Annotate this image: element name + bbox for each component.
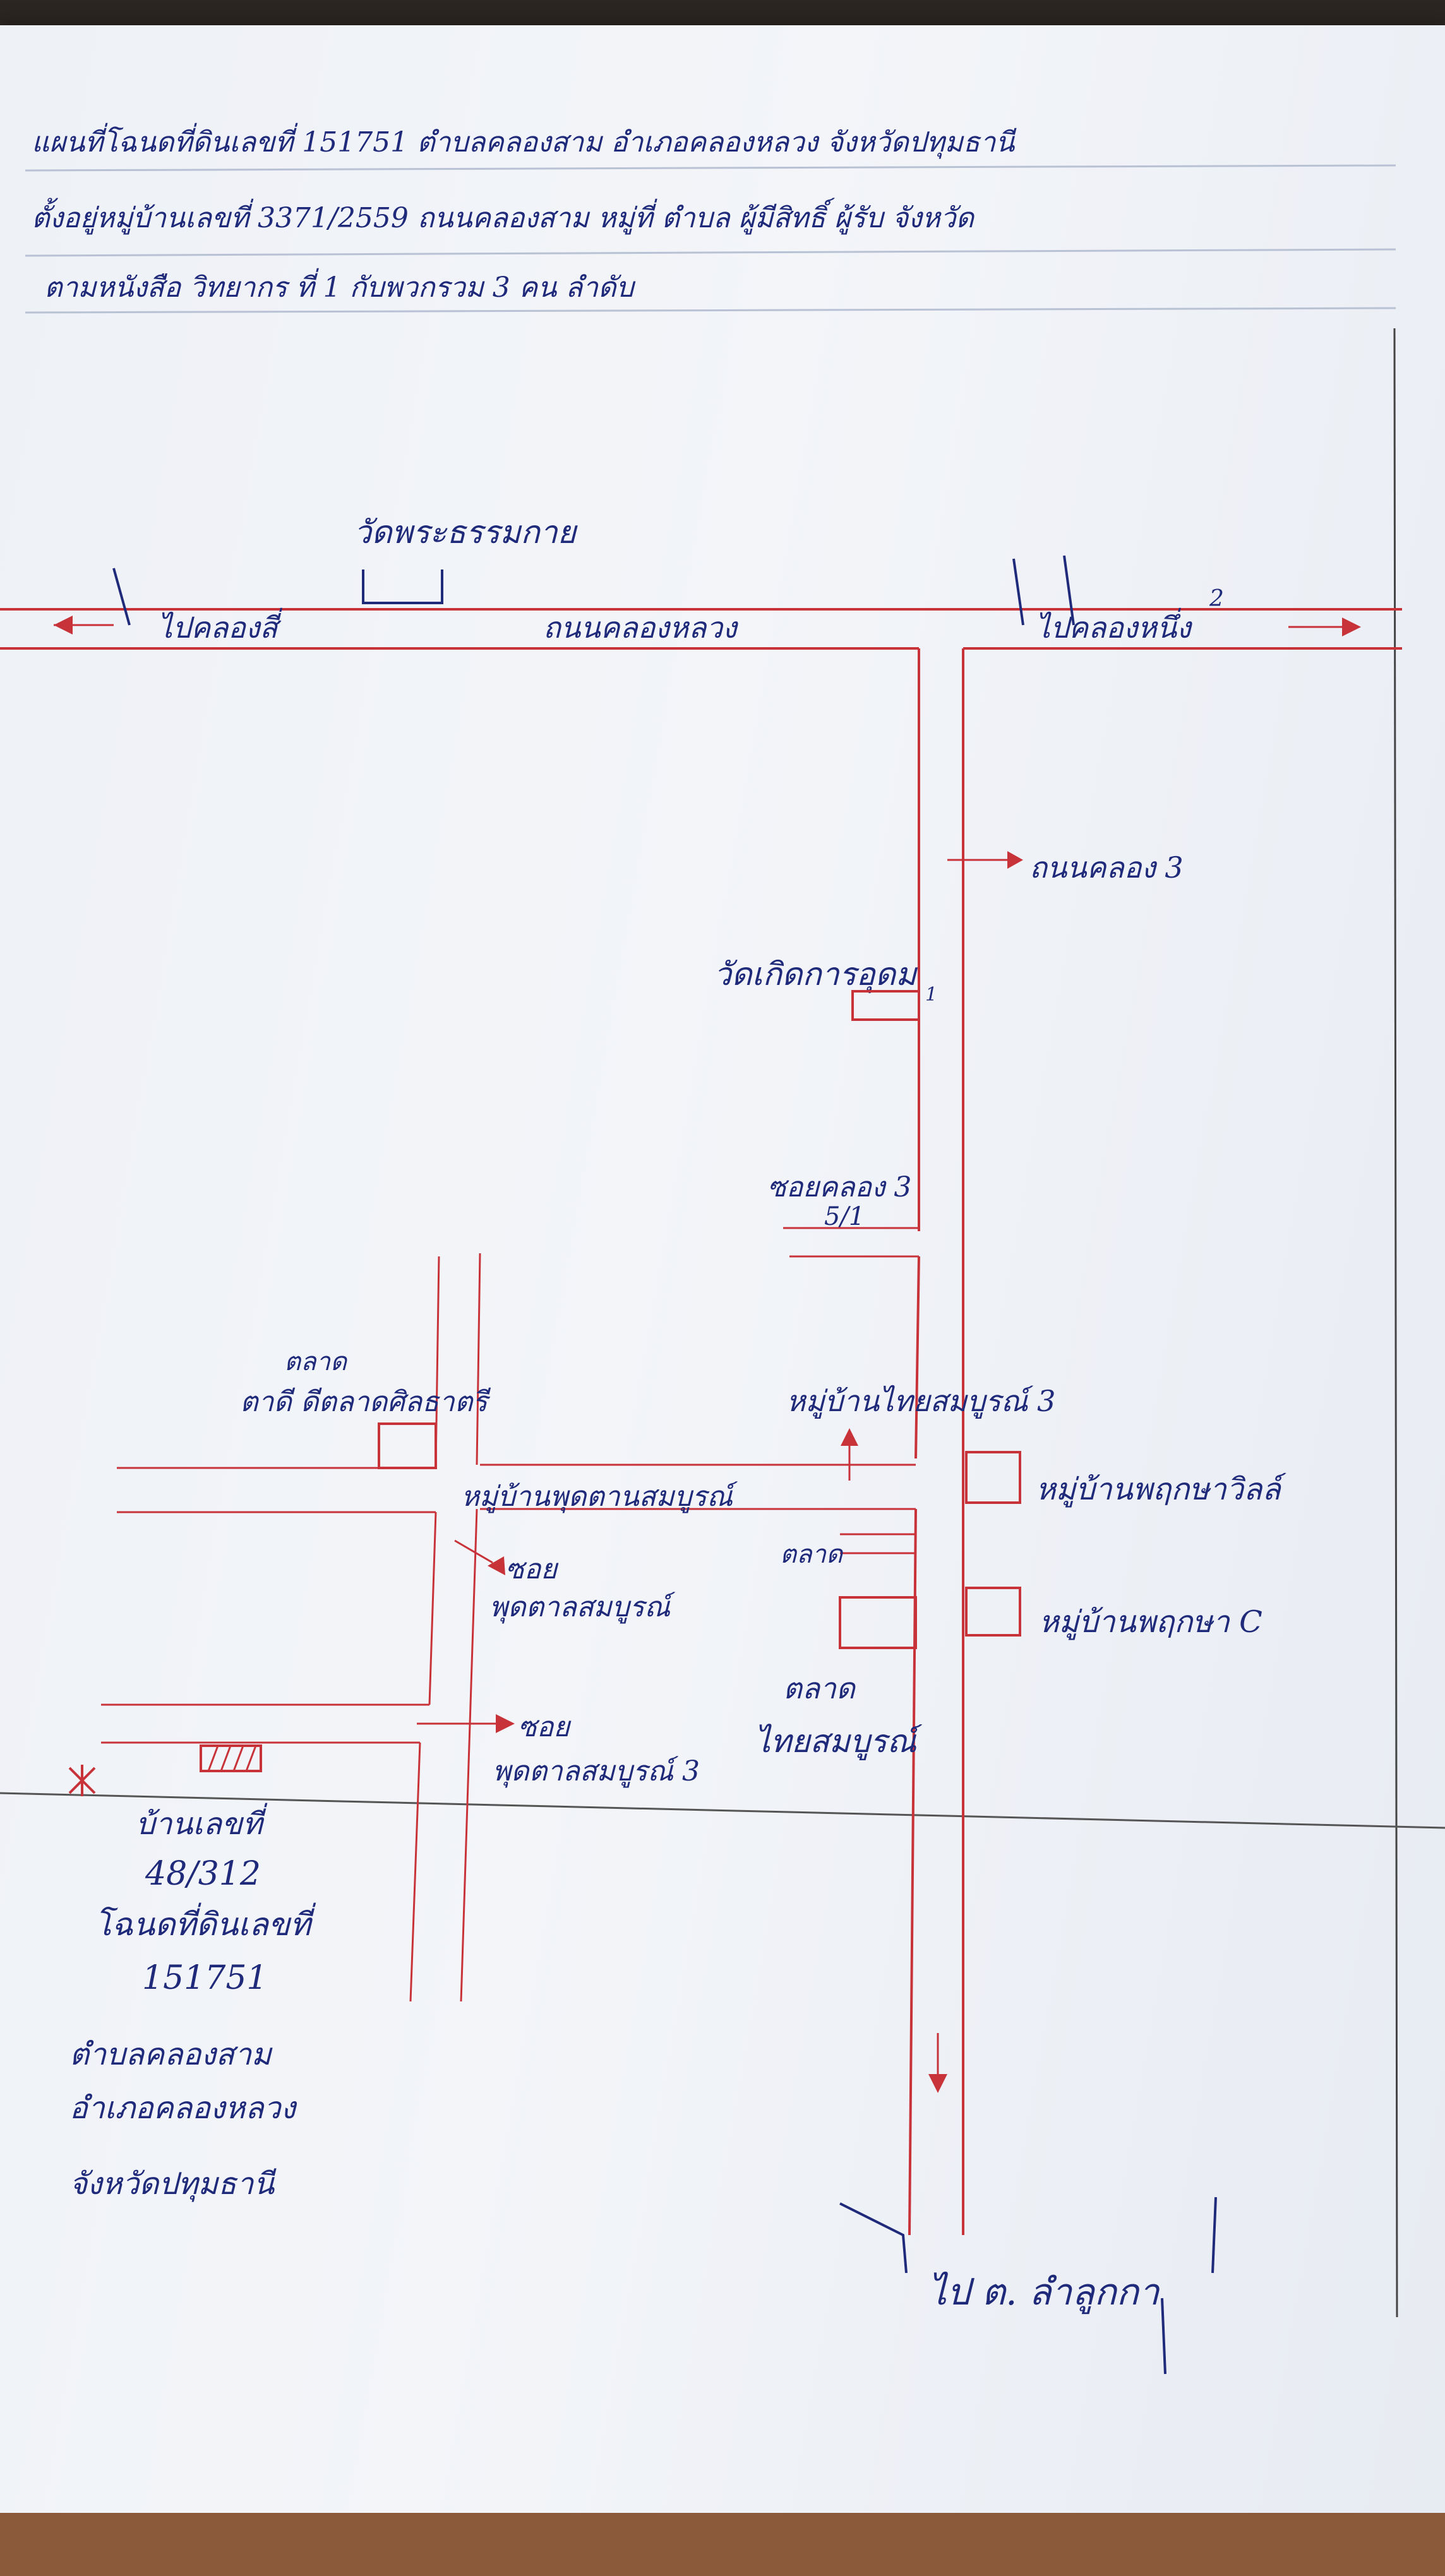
temple-mid-label: วัดเกิดการอุดม [714,956,918,994]
village-right2-label: หมู่บ้านพฤกษา C [1039,1604,1262,1640]
address-line-2: อำเภอคลองหลวง [69,2090,297,2126]
arrow-up-icon [841,1428,858,1446]
fold-line [0,1792,1445,1829]
vertical-road-left-edge-mid [914,1256,920,1459]
village-main-label: หมู่บ้านพุดตานสมบูรณ์ [461,1481,738,1513]
arrow-right-icon [1342,617,1361,636]
address-line-1: ตำบลคลองสาม [69,2037,273,2072]
market-left-icon [378,1422,437,1469]
table-edge [0,2513,1445,2576]
arrow-down-icon [928,2074,947,2093]
klong3-label: ถนนคลอง 3 [1029,850,1184,885]
temple-top-label: วัดพระธรรมกาย [354,514,579,551]
bottom-destination-label: ไป ต. ลำลูกกา [928,2270,1161,2315]
market-label: ตลาด [780,1540,844,1569]
left-soi-vertical-a-lower [428,1512,437,1705]
hand-drawn-map-paper [0,25,1445,2525]
market-center-icon [839,1596,917,1649]
soi-a-label: ซอย [505,1553,559,1585]
map-frame-right [1393,328,1398,2318]
ruled-line [25,307,1396,314]
arrow-right-icon [496,1714,515,1733]
village-right2-icon [965,1587,1021,1637]
superscript-number: 2 [1209,586,1224,612]
village-right1-label: หมู่บ้านพฤกษาวิลล์ [1036,1472,1286,1508]
main-road-label: ถนนคลองหลวง [543,611,739,645]
ruled-line [25,248,1396,257]
header-line-1: แผนที่โฉนดที่ดินเลขที่ 151751 ตำบลคลองสา… [32,122,1017,159]
temple-top-icon [362,569,443,604]
house-number: 48/312 [145,1855,261,1893]
soi-klong3-label: ซอยคลอง 3 [767,1171,911,1203]
deed-number: 151751 [142,1959,268,1997]
soi-a-pointer [454,1539,493,1564]
asterisk-marker-icon [68,1765,96,1796]
tick-mark [112,568,131,626]
left-destination-label: ไปคลองสี่ [158,607,282,645]
temple-marker: 1 [925,984,937,1006]
left-soi-vertical-b [476,1253,481,1465]
soi-a-label-2: พุดตาลสมบูรณ์ [489,1591,676,1624]
right-destination-label: ไปคลองหนึ่ง [1036,607,1193,645]
header-line-2: ตั้งอยู่หมู่บ้านเลขที่ 3371/2559 ถนนคลอง… [32,198,975,235]
arrow-right-icon [488,1556,505,1575]
ruled-line [25,164,1396,172]
arrow-right-icon [1007,851,1023,869]
address-line-3: จังหวัดปทุมธานี [69,2166,277,2202]
deed-label: โฉนดที่ดินเลขที่ [95,1902,316,1943]
target-plot-icon [200,1744,262,1772]
soi-number-label: 5/1 [824,1202,865,1231]
market-bottom-label-a: ตลาด [783,1671,856,1705]
temple-mid-icon [851,990,920,1021]
soi-b-label-2: พุดตาลสมบูรณ์ 3 [493,1755,700,1788]
tick-mark [1012,555,1075,626]
header-line-3: ตามหนังสือ วิทยากร ที่ 1 กับพวกรวม 3 คน … [44,268,636,304]
village-right1-icon [965,1451,1021,1504]
village-left-label-a: ตลาด [284,1347,348,1376]
village-left-label-b: ตาดี ดีตลาดศิลธาตรี [240,1386,491,1418]
bottom-stroke [1161,2197,1217,2375]
soi-b-label: ซอย [518,1711,572,1743]
left-soi-vertical-b-lower [469,1508,478,1705]
house-label: บ้านเลขที่ [136,1803,268,1842]
lower-left-vertical-a [409,1742,421,2002]
lower-left-vertical-b [460,1704,472,2002]
village-center-label: หมู่บ้านไทยสมบูรณ์ 3 [786,1384,1055,1419]
arrow-left-icon [54,616,73,635]
bottom-stroke [839,2202,908,2274]
market-bottom-label-b: ไทยสมบูรณ์ [755,1723,923,1761]
